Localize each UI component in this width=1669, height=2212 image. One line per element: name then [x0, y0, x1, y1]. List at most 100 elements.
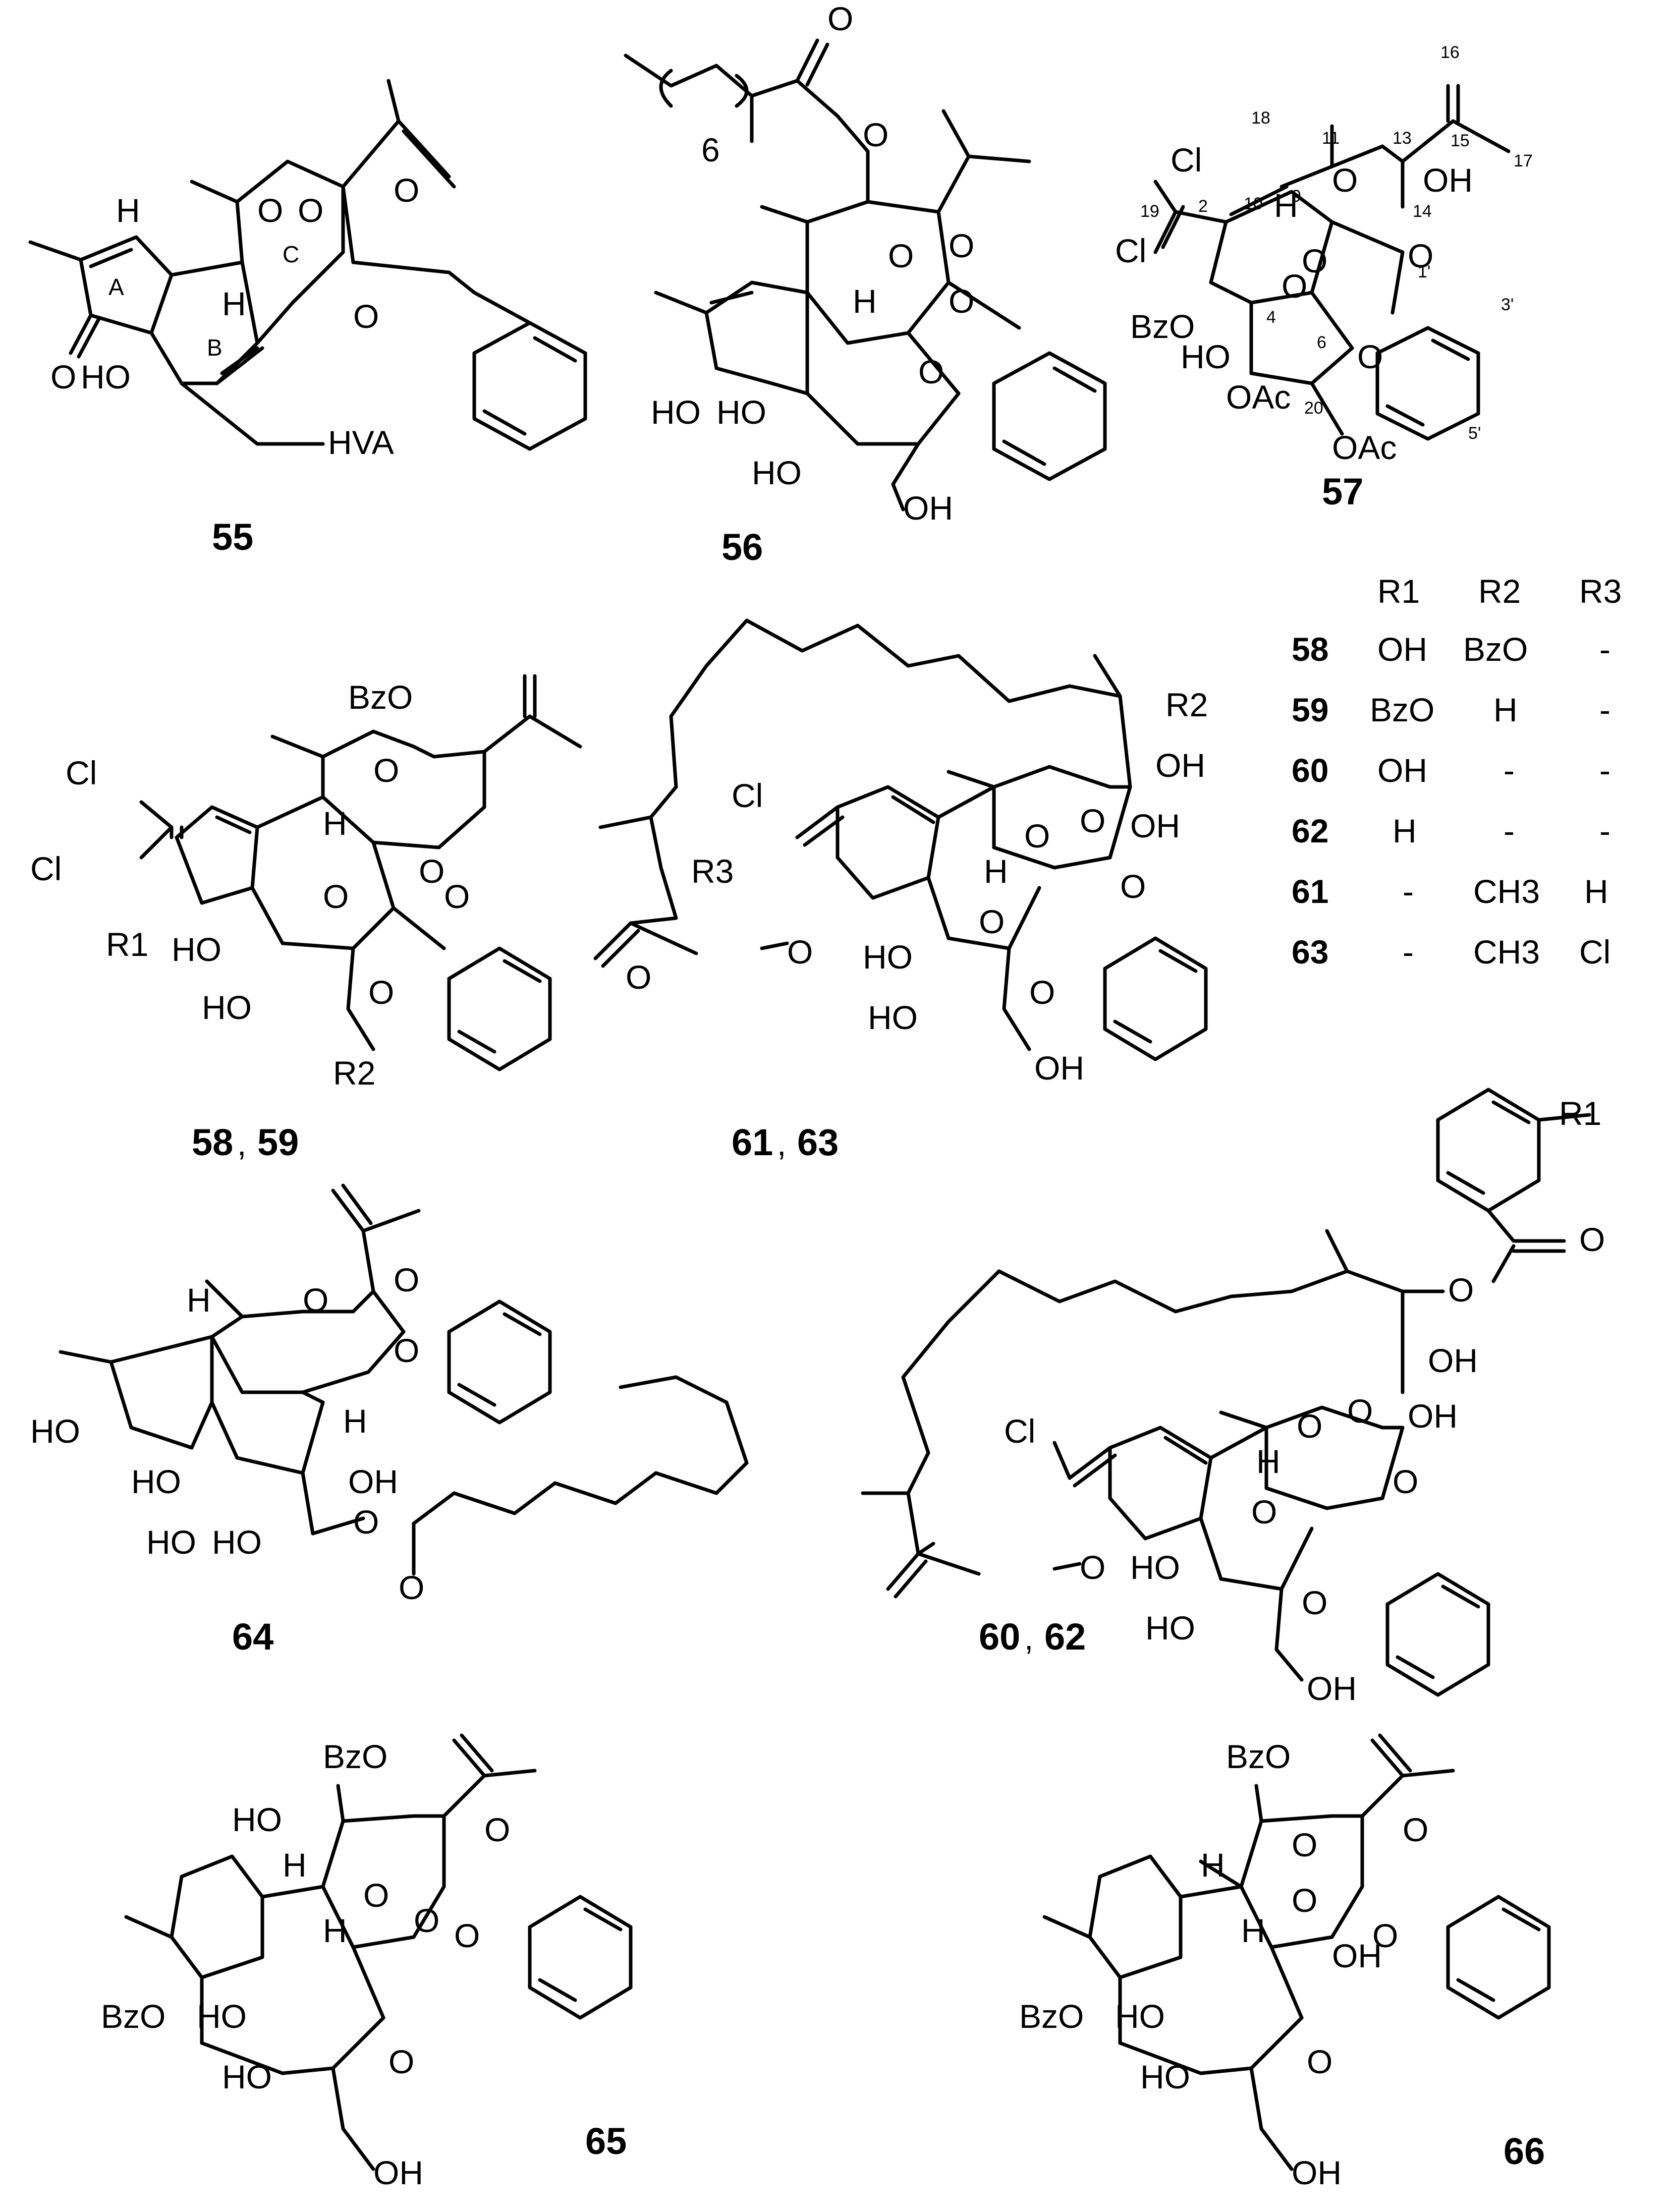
c64-text-0: O	[394, 1261, 419, 1298]
table-row-compound: 62	[1292, 812, 1328, 849]
c6163-text-7: R3	[691, 853, 734, 890]
c6163-text-11: O	[787, 933, 813, 971]
c5859-text-7: O	[444, 878, 470, 915]
c6163-text-0: R2	[1165, 686, 1208, 723]
c65-text-9: HO	[197, 1998, 247, 2035]
c66-text-6: H	[1241, 1912, 1265, 1949]
c57-num-2: 2	[1198, 197, 1208, 216]
bonds-61-63	[593, 618, 1208, 1061]
compound-label-56: 56	[721, 526, 763, 568]
c5859-text-0: BzO	[348, 678, 413, 716]
c57-text-2: H	[1274, 187, 1298, 224]
c57-num-1prime: 1'	[1418, 262, 1430, 281]
c65-text-6: H	[323, 1912, 347, 1949]
c64-text-3: O	[394, 1332, 419, 1369]
c57-text-11: OAc	[1332, 429, 1397, 466]
c65-text-3: O	[363, 1877, 389, 1914]
c5859-text-1: Cl	[66, 754, 97, 791]
bonds-64	[59, 1183, 749, 1576]
c57-text-3: O	[1332, 161, 1358, 199]
compound-label-55: 55	[212, 516, 253, 558]
c56-text-1: O	[863, 116, 888, 153]
c57-num-20: 20	[1304, 399, 1323, 418]
c57-text-1: Cl	[1115, 232, 1146, 269]
c5859-text-9: HO	[172, 931, 221, 968]
c55-text-0: H	[116, 192, 140, 229]
table-cell: CH3	[1473, 933, 1540, 971]
bonds-55	[28, 79, 587, 451]
c57-num-14: 14	[1413, 202, 1432, 221]
c55-text-4: O	[353, 298, 379, 335]
c64-text-10: O	[353, 1503, 379, 1541]
table-cell: -	[1504, 752, 1515, 789]
c6163-text-4: H	[984, 853, 1008, 890]
c6062-text-15: OH	[1307, 1670, 1357, 1707]
table-row-compound: 60	[1292, 752, 1328, 789]
c55-text-11: HVA	[328, 424, 394, 461]
c6062-comma: ,	[1024, 1619, 1033, 1657]
c56-chain-count: 6	[701, 131, 720, 168]
c6163-text-1: OH	[1155, 747, 1205, 784]
c65-text-7: O	[414, 1902, 439, 1939]
c66-text-2: O	[1403, 1811, 1428, 1848]
compound-label-60: 60	[979, 1616, 1020, 1658]
compound-60-62: R1 O O OH OH Cl H O O O O O HO HO O OH 6…	[861, 1088, 1605, 1707]
c65-text-11: O	[388, 2043, 414, 2080]
c65-text-8: BzO	[101, 1998, 165, 2035]
c6163-comma: ,	[777, 1125, 786, 1162]
c64-text-8: HO	[146, 1523, 196, 1561]
c65-text-2: H	[283, 1846, 307, 1884]
c66-text-12: OH	[1292, 2154, 1342, 2191]
bonds-66	[1042, 1733, 1551, 2171]
c6163-text-14: O	[1029, 974, 1055, 1011]
c66-text-0: BzO	[1226, 1738, 1291, 1775]
c64-text-11: O	[399, 1569, 424, 1606]
c57-text-9: O	[1357, 338, 1383, 375]
bonds-65	[124, 1733, 633, 2171]
c57-text-6: O	[1408, 237, 1433, 274]
c65-text-12: OH	[373, 2154, 423, 2191]
c6062-text-1: O	[1579, 1221, 1605, 1258]
c5859-text-2: Cl	[30, 850, 62, 887]
table-row-compound: 61	[1292, 873, 1328, 910]
table-header-r1: R1	[1377, 573, 1420, 610]
c64-text-4: HO	[30, 1412, 80, 1450]
c57-num-18: 18	[1251, 108, 1270, 128]
table-cell: Cl	[1579, 933, 1610, 971]
compound-label-59: 59	[257, 1121, 299, 1163]
c57-num-4: 4	[1266, 308, 1276, 327]
c6163-text-10: O	[626, 958, 651, 996]
compound-label-66: 66	[1504, 2130, 1545, 2172]
c56-text-10: HO	[752, 454, 802, 491]
c56-text-5: O	[949, 282, 974, 320]
c57-num-13: 13	[1393, 129, 1412, 148]
c65-text-1: HO	[232, 1801, 282, 1838]
c66-text-9: HO	[1115, 1998, 1165, 2035]
table-header-r3: R3	[1579, 573, 1622, 610]
table-cell: -	[1504, 812, 1515, 849]
c65-text-5: O	[454, 1917, 480, 1954]
compound-label-57: 57	[1322, 471, 1363, 513]
c6062-text-8: O	[1347, 1392, 1373, 1430]
c5859-text-3: H	[323, 805, 347, 842]
c6062-text-6: H	[1256, 1443, 1281, 1480]
c56-text-7: O	[918, 353, 944, 390]
c57-text-12: O	[1282, 267, 1307, 305]
c57-num-17: 17	[1514, 151, 1533, 171]
c6163-text-15: OH	[1034, 1049, 1084, 1087]
c55-text-3: O	[394, 172, 419, 209]
bonds-60-62	[861, 1088, 1591, 1697]
compound-57: Cl Cl H O OH O O BzO HO O OAc OAc O 16 1…	[1115, 43, 1533, 513]
compound-58-59: BzO Cl Cl H O O O O R1 HO HO O R2 58 , 5…	[30, 674, 582, 1163]
c6163-text-2: OH	[1130, 807, 1180, 844]
compound-label-63: 63	[797, 1121, 839, 1163]
c6163-text-8: O	[1120, 868, 1146, 905]
table-cell: -	[1599, 631, 1610, 668]
c5859-text-12: R2	[333, 1054, 375, 1092]
c64-text-9: HO	[212, 1523, 262, 1561]
c6163-text-3: Cl	[732, 777, 763, 814]
compound-66: BzO O O O H O H OH BzO HO HO O OH 66	[1019, 1733, 1551, 2191]
c57-text-4: OH	[1423, 161, 1473, 199]
